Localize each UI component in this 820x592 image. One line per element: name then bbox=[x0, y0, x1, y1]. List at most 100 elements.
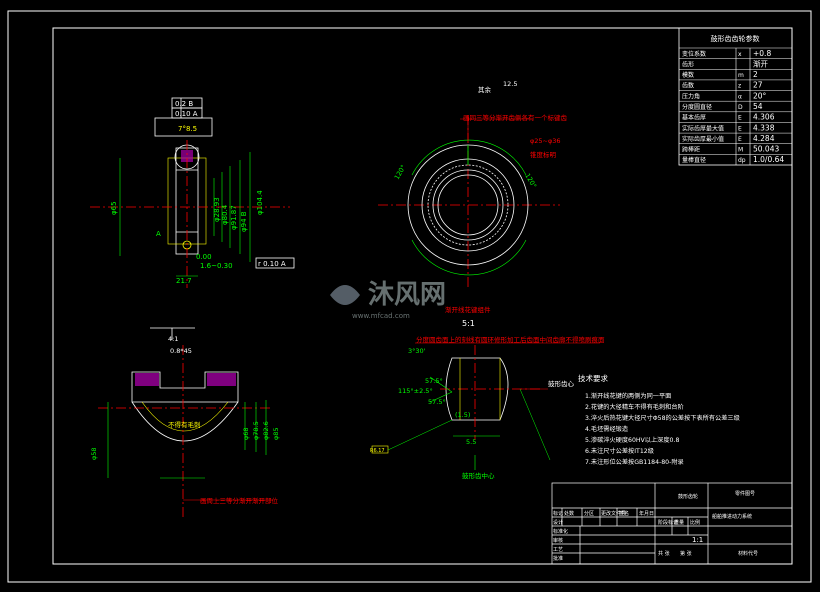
angle-120a: 120° bbox=[393, 163, 408, 181]
tb-scale: 1:1 bbox=[692, 536, 703, 544]
param-name: 基本齿厚 bbox=[682, 114, 706, 122]
param-table-title: 鼓形齿齿轮参数 bbox=[711, 34, 760, 43]
param-value: 27 bbox=[753, 81, 763, 90]
param-value: 4.338 bbox=[753, 123, 775, 132]
tech-item: 5.渗碳淬火硬度60HV以上深度0.8 bbox=[585, 436, 679, 444]
param-name: 齿形 bbox=[682, 60, 694, 68]
view-tooth-detail bbox=[371, 342, 600, 470]
tech-item: 7.未注形位公差按GB1184-80-附录 bbox=[585, 458, 684, 466]
param-name: 模数 bbox=[682, 71, 694, 79]
dim-d85: φ85 bbox=[272, 427, 280, 440]
param-symbol: x bbox=[738, 51, 742, 58]
dim-d28: φ28.93 bbox=[213, 197, 221, 222]
tech-title: 技术要求 bbox=[578, 373, 608, 383]
dim-15: (1.5) bbox=[455, 411, 470, 419]
scale-51: 5:1 bbox=[462, 319, 475, 328]
tol-frame-1: 0.2 B bbox=[175, 100, 193, 108]
ann-top: 画同三等分渐开齿侧各有一个标键齿 bbox=[463, 113, 568, 122]
dim-16: 1.6~0.30 bbox=[200, 262, 233, 270]
param-name: 实际齿厚最大值 bbox=[682, 124, 724, 132]
param-value: 50.043 bbox=[753, 145, 779, 154]
param-name: 量棒直径 bbox=[682, 156, 706, 164]
tech-requirements: 技术要求 1.渐开线花键的两侧为同一平面2.花键的大径精车不得有毛刺和台阶3.淬… bbox=[578, 373, 740, 466]
param-value: 2 bbox=[753, 70, 758, 79]
dim-chamfer: 0.8*45 bbox=[170, 347, 192, 355]
ann-right: 锥度标明 bbox=[530, 150, 557, 159]
scale-41: 4:1 bbox=[168, 335, 178, 343]
tb-drawing-no: 零件图号 bbox=[735, 490, 755, 497]
param-name: 齿数 bbox=[682, 82, 694, 90]
watermark-text: 沐风网 bbox=[368, 280, 446, 310]
tb-h1: 标记 bbox=[553, 510, 563, 517]
title-block bbox=[551, 482, 793, 565]
param-value: 4.284 bbox=[753, 134, 775, 143]
tech-item: 1.渐开线花键的两侧为同一平面 bbox=[585, 392, 671, 400]
tb-h7: 阶段标记 bbox=[658, 519, 678, 526]
tb-approve: 批准 bbox=[553, 555, 563, 562]
dim-000: 0.00 bbox=[196, 253, 212, 261]
param-symbol: α bbox=[738, 93, 742, 100]
dim-r: R6.17 bbox=[370, 448, 385, 454]
param-name: 实际齿厚最小值 bbox=[682, 135, 724, 143]
param-value: 54 bbox=[753, 102, 763, 111]
param-value: +0.8 bbox=[753, 49, 771, 58]
param-value: 4.306 bbox=[753, 113, 775, 122]
datum-a: A bbox=[156, 230, 161, 238]
tb-h4: 更改文件号 bbox=[601, 510, 626, 517]
dim-d785: φ78.5 bbox=[252, 421, 260, 440]
ann-drum: 鼓形齿中心 bbox=[462, 471, 495, 480]
other-label: 其余 bbox=[478, 85, 492, 94]
param-symbol: M bbox=[738, 147, 743, 154]
param-name: 压力角 bbox=[682, 92, 700, 100]
tb-h8: 重量 bbox=[674, 519, 684, 526]
param-symbol: m bbox=[738, 72, 744, 79]
param-name: 分度圆直径 bbox=[682, 103, 712, 111]
tb-sheet1: 共 张 bbox=[658, 550, 670, 557]
angle-575b: 57.5° bbox=[428, 398, 446, 406]
param-value: 20° bbox=[753, 91, 767, 100]
dim-217: 21.7 bbox=[176, 277, 192, 285]
tech-item: 4.毛坯需经锻造 bbox=[585, 425, 628, 433]
tb-project: 船舶推进动力系统 bbox=[712, 513, 752, 520]
tol-frame-2: 0.10 A bbox=[175, 110, 198, 118]
param-value: 渐开 bbox=[753, 58, 768, 68]
ann-nodepth: 不得有毛刺 bbox=[168, 420, 201, 429]
param-symbol: D bbox=[738, 104, 743, 111]
param-symbol: z bbox=[738, 83, 741, 90]
tb-craft: 工艺 bbox=[553, 547, 563, 553]
dim-d68: φ68 bbox=[242, 427, 250, 440]
dim-55: 5.5 bbox=[466, 438, 476, 446]
param-value: 1.0/0.64 bbox=[753, 155, 784, 164]
param-name: 跨棒距 bbox=[682, 146, 700, 154]
watermark-url: www.mfcad.com bbox=[352, 312, 410, 320]
tb-design: 设计 bbox=[553, 519, 563, 526]
tb-h6: 年月日 bbox=[639, 510, 654, 517]
angle-1152: 115°±2.5° bbox=[398, 387, 433, 395]
tb-h2: 处数 bbox=[564, 510, 574, 517]
tb-h3: 分区 bbox=[584, 510, 594, 517]
tb-h9: 比例 bbox=[690, 519, 700, 526]
param-symbol: dp bbox=[738, 157, 746, 164]
ann-tip: 分度圆齿面上的刻线有圆环修形加工后齿面中间齿廓不得喷刷痕面 bbox=[416, 335, 605, 344]
tol-runout: r 0.10 A bbox=[258, 260, 286, 268]
param-symbol: E bbox=[738, 125, 742, 132]
tb-std: 标准化 bbox=[553, 528, 568, 535]
param-symbol: E bbox=[738, 136, 742, 143]
tb-part: 鼓形齿轮 bbox=[678, 493, 698, 500]
view-right-circle bbox=[378, 115, 560, 290]
tech-item: 2.花键的大径精车不得有毛刺和台阶 bbox=[585, 403, 684, 411]
ann-mid: 渐开线花键组件 bbox=[445, 305, 491, 314]
dim-d65: φ65 bbox=[110, 201, 118, 215]
view-left-section bbox=[90, 97, 295, 288]
tb-sheet2: 第 张 bbox=[680, 550, 692, 557]
ann-gear: 鼓形齿心 bbox=[548, 379, 575, 388]
watermark: 沐风网 www.mfcad.com bbox=[330, 280, 446, 320]
dim-d58: φ58 bbox=[90, 447, 98, 460]
param-name: 变位系数 bbox=[682, 50, 706, 58]
dim-d82: φ82.6 bbox=[262, 421, 270, 440]
dim-d94: φ94 B bbox=[240, 211, 248, 232]
dim-d91: φ91.87 bbox=[230, 205, 238, 230]
